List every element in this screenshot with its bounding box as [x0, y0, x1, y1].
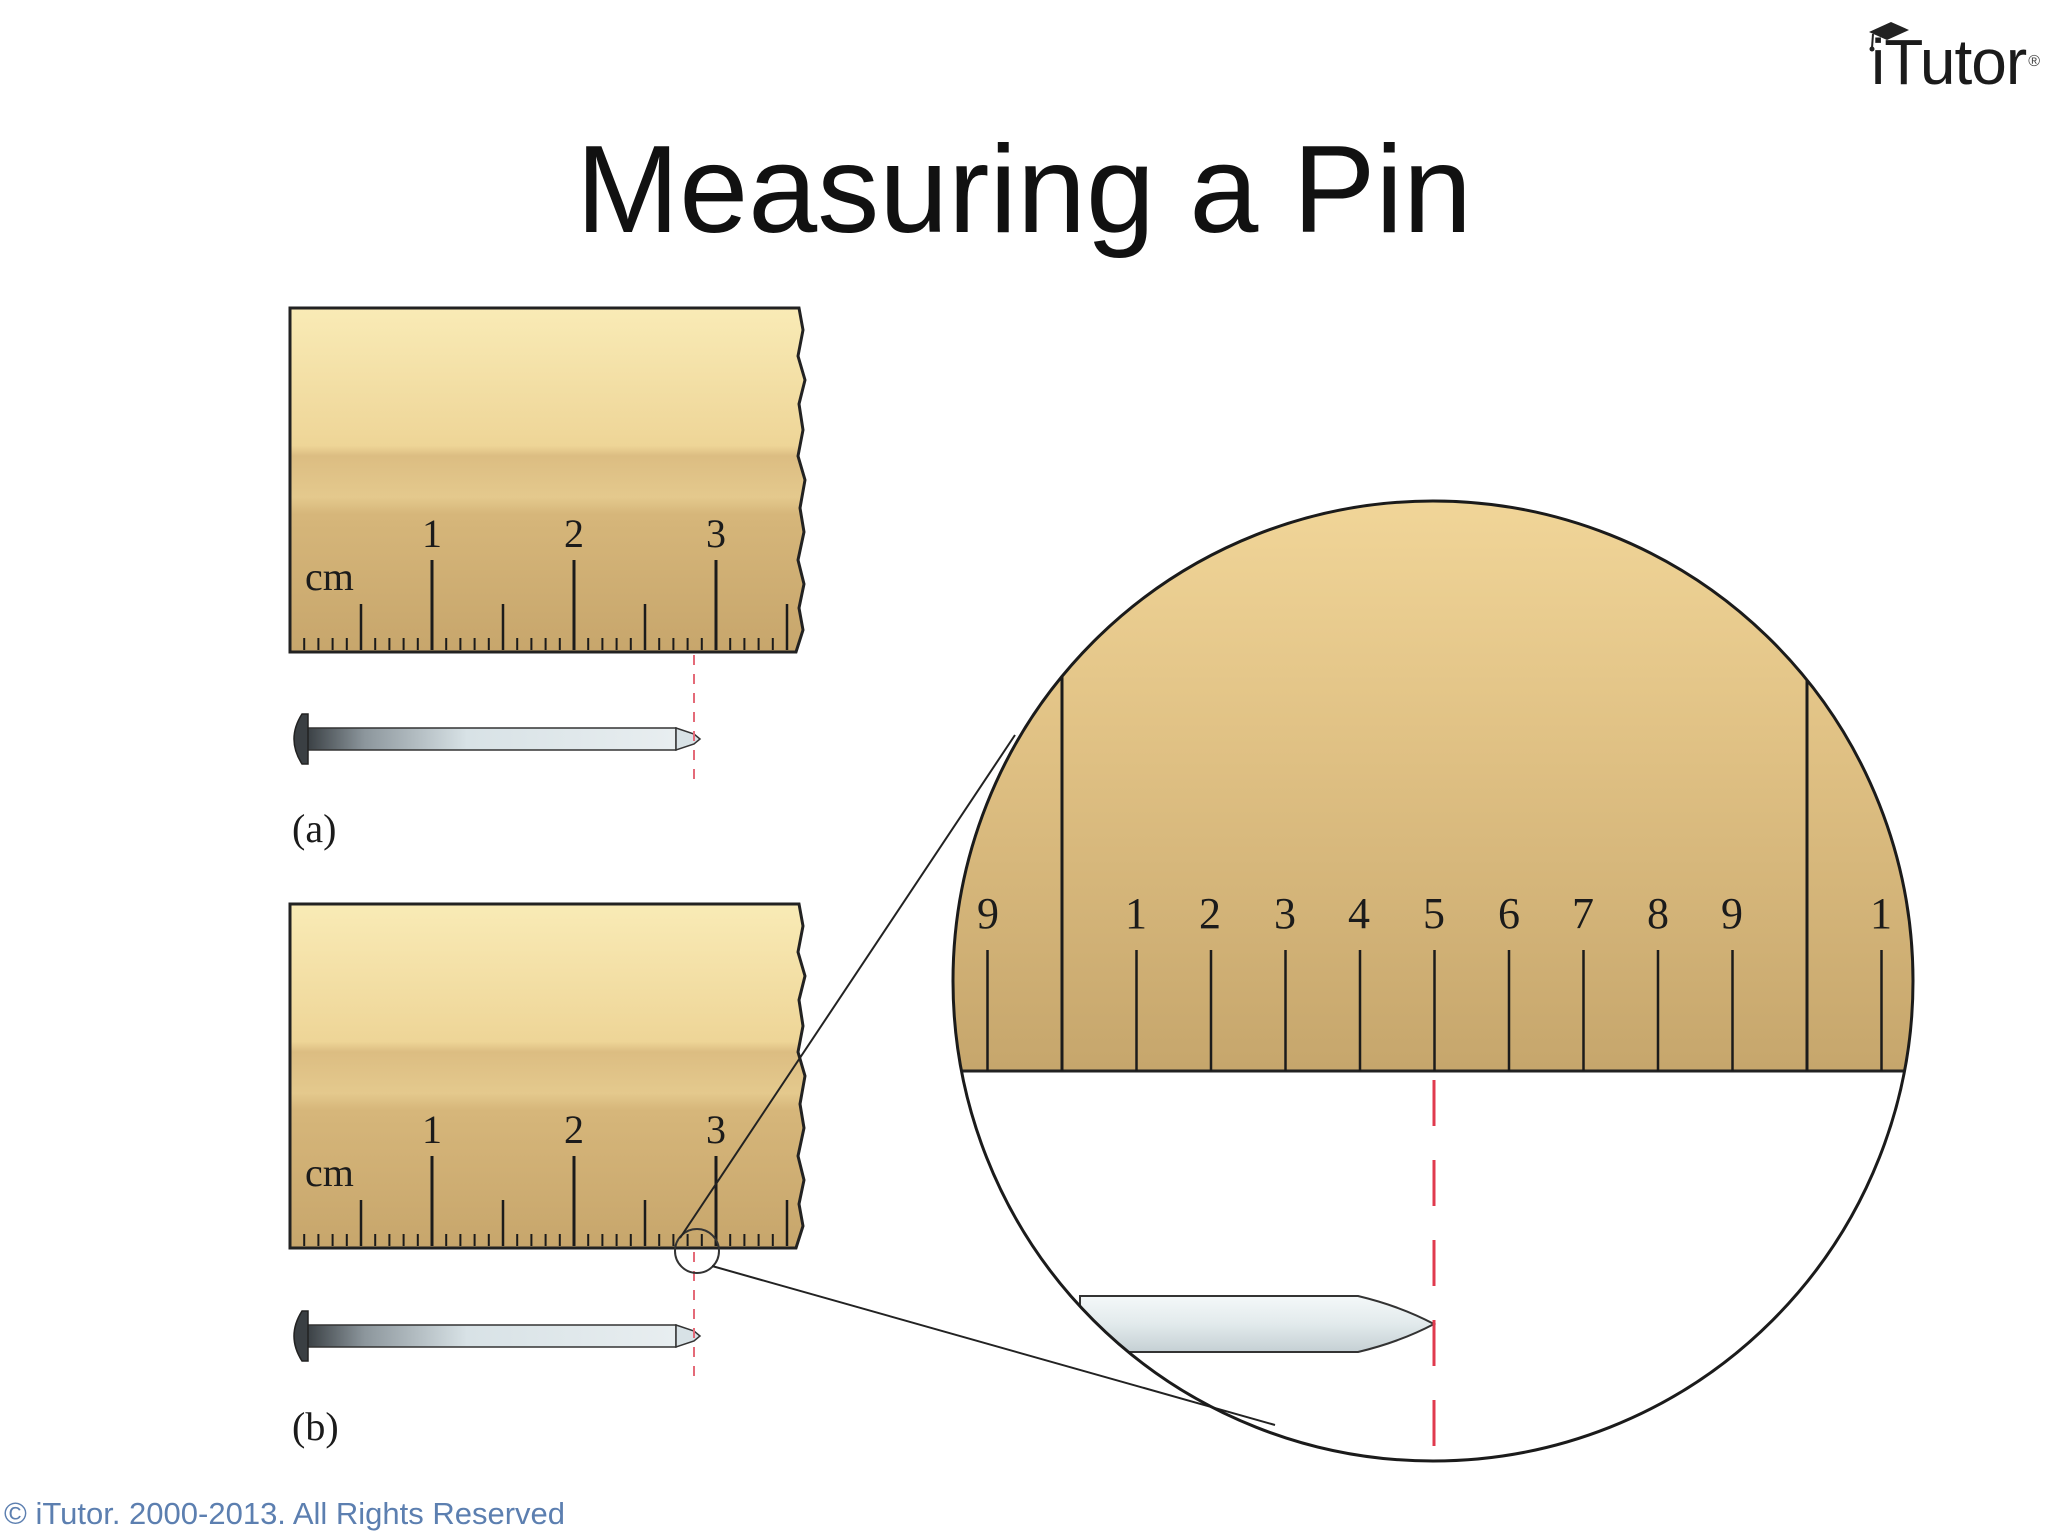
itutor-logo: iTutor® — [1868, 22, 2040, 102]
zoom-connector-top — [679, 734, 1016, 1239]
zoom-number-9: 9 — [1721, 889, 1743, 938]
ruler-b: cm 1 2 3 — [288, 902, 807, 1250]
zoom-ruler-labels: 9 1 2 3 4 5 6 7 8 9 1 — [977, 889, 1892, 938]
zoom-number-8: 8 — [1647, 889, 1669, 938]
caption-a: (a) — [292, 806, 336, 851]
logo-registered-mark: ® — [2028, 53, 2040, 70]
zoom-number-2: 2 — [1199, 889, 1221, 938]
graduation-cap-icon — [1868, 22, 1909, 52]
ruler-b-ticks — [303, 1156, 789, 1246]
ruler-b-number-2: 2 — [564, 1107, 584, 1152]
logo-text: iTutor — [1870, 26, 2027, 98]
ruler-a-number-3: 3 — [706, 511, 726, 556]
zoom-number-4: 4 — [1348, 889, 1370, 938]
zoom-ruler-ticks — [986, 670, 1883, 1071]
zoom-number-6: 6 — [1498, 889, 1520, 938]
zoom-ruler-body — [953, 501, 1913, 1071]
ruler-a-ticks — [303, 560, 789, 650]
ruler-a-number-1: 1 — [422, 511, 442, 556]
ruler-b-unit-label: cm — [305, 1150, 354, 1195]
zoom-number-5: 5 — [1423, 889, 1445, 938]
zoom-source-circle — [674, 1228, 720, 1274]
zoom-number-1: 1 — [1125, 889, 1147, 938]
pin-a — [293, 713, 702, 765]
zoom-number-9-left: 9 — [977, 889, 999, 938]
ruler-b-number-1: 1 — [422, 1107, 442, 1152]
zoom-circle-outline — [951, 499, 1915, 1463]
ruler-a: cm 1 2 3 — [288, 306, 807, 654]
zoom-number-3: 3 — [1274, 889, 1296, 938]
zoom-pin — [1079, 1295, 1437, 1353]
zoom-view: 9 1 2 3 4 5 6 7 8 9 1 — [951, 499, 1915, 1463]
ruler-a-unit-label: cm — [305, 554, 354, 599]
zoom-number-1-right: 1 — [1870, 889, 1892, 938]
copyright-footer: © iTutor. 2000-2013. All Rights Reserved — [4, 1496, 566, 1531]
ruler-b-number-3: 3 — [706, 1107, 726, 1152]
slide-title: Measuring a Pin — [575, 121, 1473, 259]
zoom-connector-bottom — [711, 1265, 1276, 1426]
ruler-a-number-2: 2 — [564, 511, 584, 556]
pin-b — [293, 1310, 702, 1362]
caption-b: (b) — [292, 1404, 339, 1449]
zoom-number-7: 7 — [1572, 889, 1594, 938]
